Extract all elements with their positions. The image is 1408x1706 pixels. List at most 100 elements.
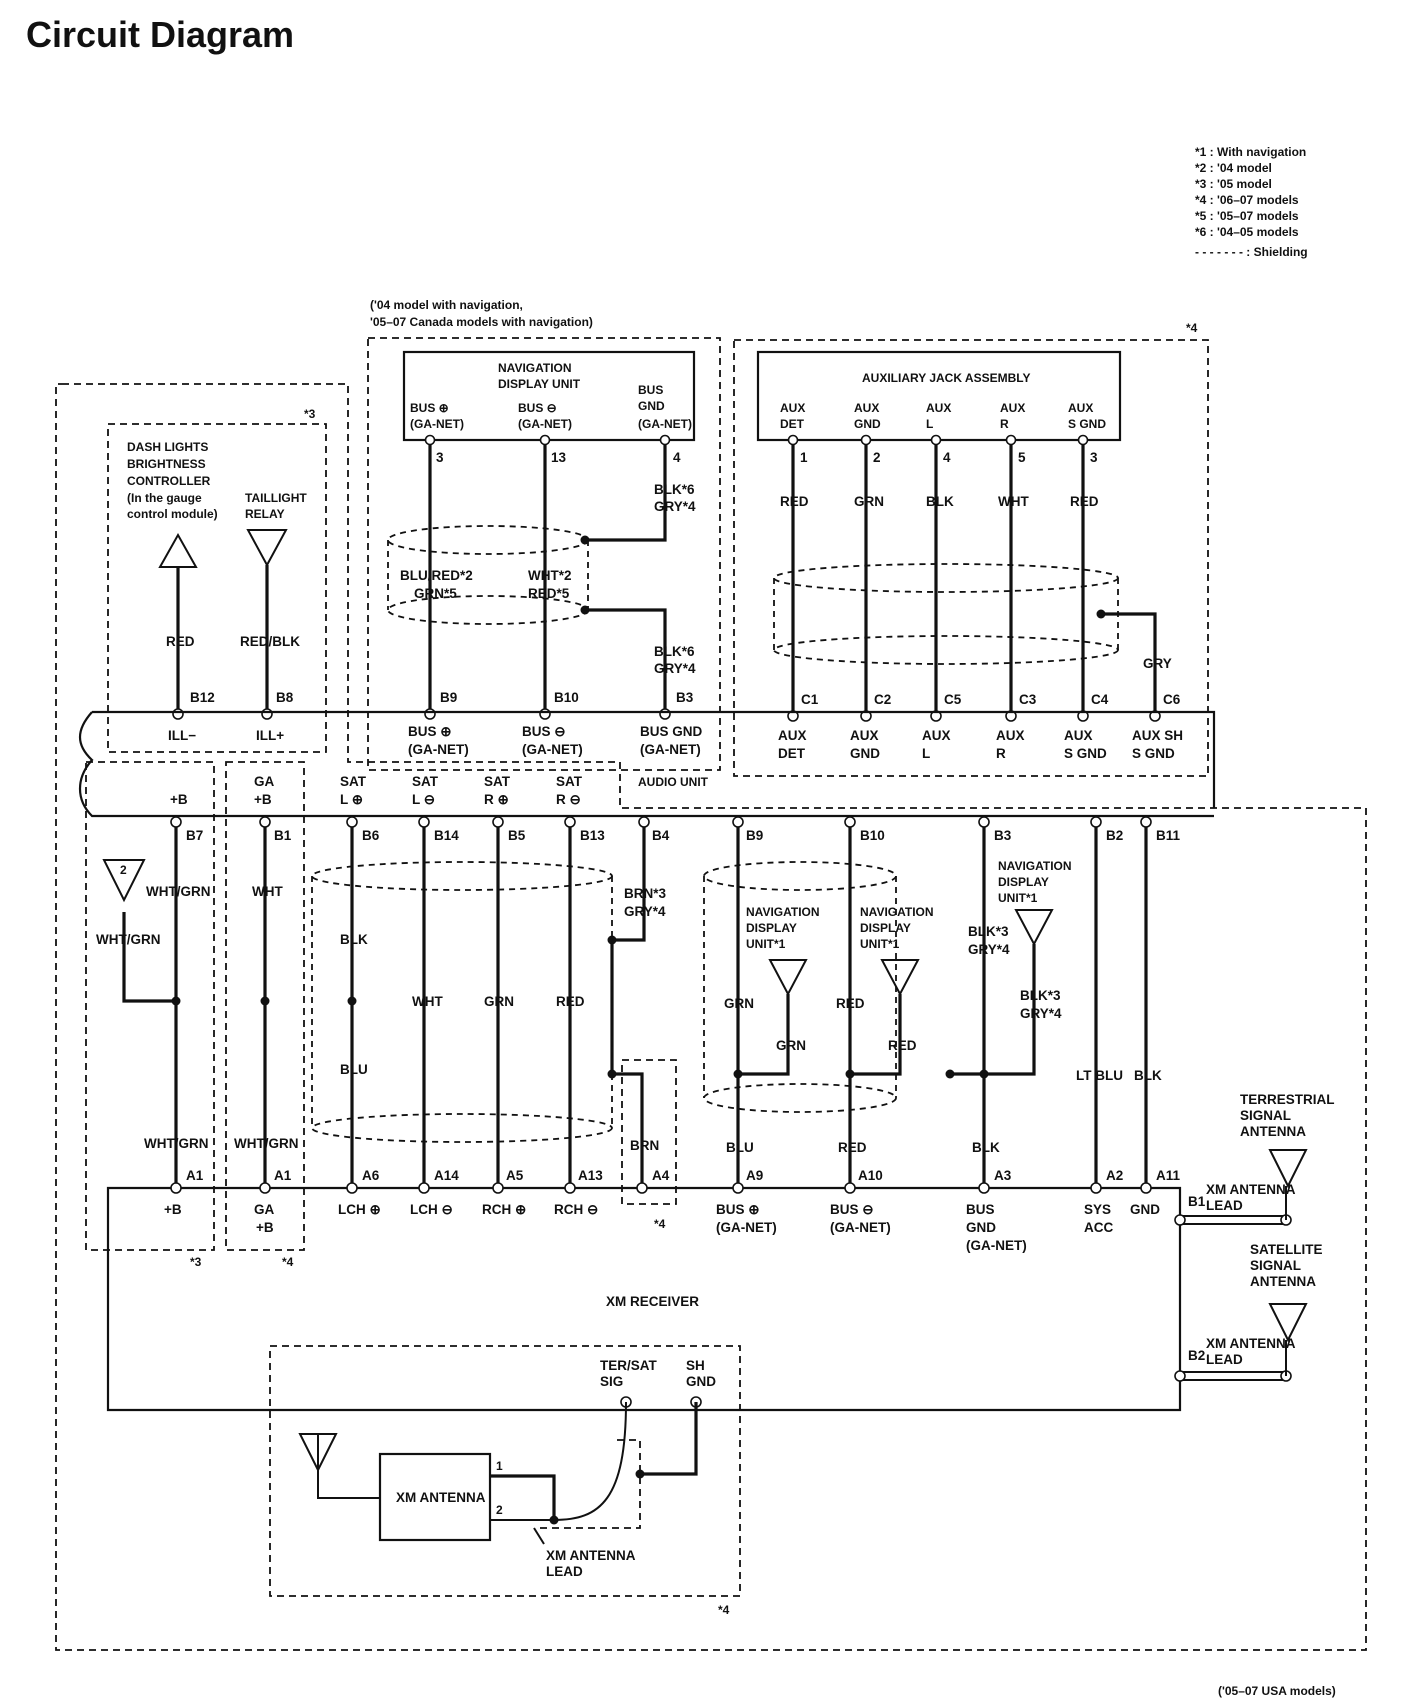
label: XM ANTENNA — [1206, 1182, 1296, 1197]
label: CONTROLLER — [127, 474, 211, 488]
shield-side — [773, 578, 1119, 650]
legend: *1 : With navigation *2 : '04 model *3 :… — [1195, 145, 1308, 259]
label: XM ANTENNA — [546, 1548, 636, 1563]
label: UNIT*1 — [998, 891, 1038, 905]
pin-label: A14 — [434, 1168, 459, 1183]
pin-label: B1 — [1188, 1194, 1206, 1209]
wire-label: BLK — [1134, 1068, 1162, 1083]
wire-label: GRY*4 — [654, 661, 696, 676]
pin-label: 3 — [436, 450, 444, 465]
pin-dot — [1174, 1214, 1186, 1226]
shield-bottom — [773, 635, 1119, 665]
terminal-label: BUS ⊖ — [830, 1202, 874, 1217]
legend-line: *2 : '04 model — [1195, 161, 1272, 175]
terminal-label: +B — [254, 792, 272, 807]
terminal-label: GA — [254, 774, 275, 789]
audio-unit-terminals: +B GA +B SAT L ⊕ SAT L ⊖ SAT R ⊕ SAT R ⊖ — [170, 774, 583, 807]
aux-terminals: AUX DET AUX GND AUX L AUX R AUX S GND — [780, 401, 1106, 431]
wire — [490, 1474, 556, 1520]
aux-audio-pins: C1 C2 C5 C3 C4 C6 — [424, 692, 1181, 722]
wire-label: GRY — [1143, 656, 1172, 671]
label: (In the gauge — [127, 491, 202, 505]
audio-unit-outline — [78, 711, 1214, 818]
terminal-label: BUS ⊖ — [522, 724, 566, 739]
marker: *4 — [1186, 321, 1198, 335]
pin-label: B3 — [676, 690, 694, 705]
wire — [738, 1036, 790, 1076]
wire — [553, 1401, 627, 1521]
splice-dot — [260, 996, 270, 1006]
pin-label: B2 — [1106, 828, 1123, 843]
terminal-label: +B — [164, 1202, 182, 1217]
terminal-label: S GND — [1132, 746, 1175, 761]
pin-label: 5 — [1018, 450, 1026, 465]
shield-side — [311, 876, 613, 1128]
wire-label: GRN — [776, 1038, 806, 1053]
aux-audio-terminals: AUX DET AUX GND AUX L AUX R AUX S GND AU… — [778, 728, 1183, 761]
antenna-icon — [1268, 1303, 1308, 1376]
taillight-relay: TAILLIGHT RELAY RED/BLK B8 ILL+ — [240, 491, 307, 743]
terminal-label: SYS — [1084, 1202, 1111, 1217]
terminal-label: L ⊕ — [340, 792, 363, 807]
wire-label: GRY*4 — [624, 904, 666, 919]
nav-note: '05–07 Canada models with navigation) — [370, 315, 593, 329]
receiver-wires — [122, 816, 1152, 1188]
terminal-label: ILL− — [168, 728, 196, 743]
label: BUS ⊖ — [518, 401, 557, 415]
terminal-label: (GA-NET) — [716, 1220, 777, 1235]
label: DISPLAY — [998, 875, 1049, 889]
pin-label: B5 — [508, 828, 526, 843]
pin-label: A3 — [994, 1168, 1012, 1183]
legend-line: - - - - - - - : Shielding — [1195, 245, 1308, 259]
pin-dot — [1140, 816, 1152, 828]
nav-note: ('04 model with navigation, — [370, 298, 523, 312]
triangle-up-icon — [158, 532, 198, 568]
label: (GA-NET) — [410, 417, 464, 431]
shield-top — [773, 563, 1119, 593]
terminal-label: AUX — [996, 728, 1025, 743]
terminal-label: +B — [170, 792, 188, 807]
label: SH — [686, 1358, 705, 1373]
terminal-label: R ⊖ — [556, 792, 581, 807]
wire-label: WHT — [252, 884, 283, 899]
xm-receiver-terminals: +B GA +B LCH ⊕ LCH ⊖ RCH ⊕ RCH ⊖ *4 BUS … — [164, 1202, 1160, 1253]
label: DISPLAY UNIT — [498, 377, 581, 391]
label: GND — [638, 399, 665, 413]
pin-dot — [492, 816, 504, 828]
marker: *4 — [282, 1255, 294, 1269]
wire-label: RED — [888, 1038, 917, 1053]
wire — [122, 912, 176, 1003]
splice-dot — [945, 1069, 955, 1079]
label: SIGNAL — [1250, 1258, 1301, 1273]
ground-number: 2 — [120, 863, 127, 877]
terminal-label: (GA-NET) — [408, 742, 469, 757]
label: SIGNAL — [1240, 1108, 1291, 1123]
pin-dot — [418, 1182, 430, 1194]
pin-label: C1 — [801, 692, 819, 707]
pin-dot — [659, 434, 671, 446]
star4-box — [225, 761, 305, 1251]
wire-label: WHT — [412, 994, 443, 1009]
terminal-label: DET — [778, 746, 806, 761]
pin-dot — [638, 816, 650, 828]
terminal-label: SAT — [556, 774, 583, 789]
terminal-label: AUX — [1064, 728, 1093, 743]
terminal-label: BUS — [966, 1202, 995, 1217]
pin-dot — [1005, 434, 1017, 446]
label: SIG — [600, 1374, 623, 1389]
wire-label: BLK — [340, 932, 368, 947]
pin-label: B10 — [554, 690, 579, 705]
pin-label: A11 — [1156, 1168, 1181, 1183]
label: control module) — [127, 507, 218, 521]
label: S GND — [1068, 417, 1106, 431]
footer-note: ('05–07 USA models) — [1218, 1684, 1336, 1698]
wire-label: RED — [780, 494, 809, 509]
antenna-icon — [298, 1433, 380, 1499]
pin-dot — [172, 708, 184, 720]
terminal-label: R — [996, 746, 1006, 761]
label: BRIGHTNESS — [127, 457, 206, 471]
terminal-label: BUS ⊕ — [716, 1202, 760, 1217]
pin-dot — [636, 1182, 648, 1194]
